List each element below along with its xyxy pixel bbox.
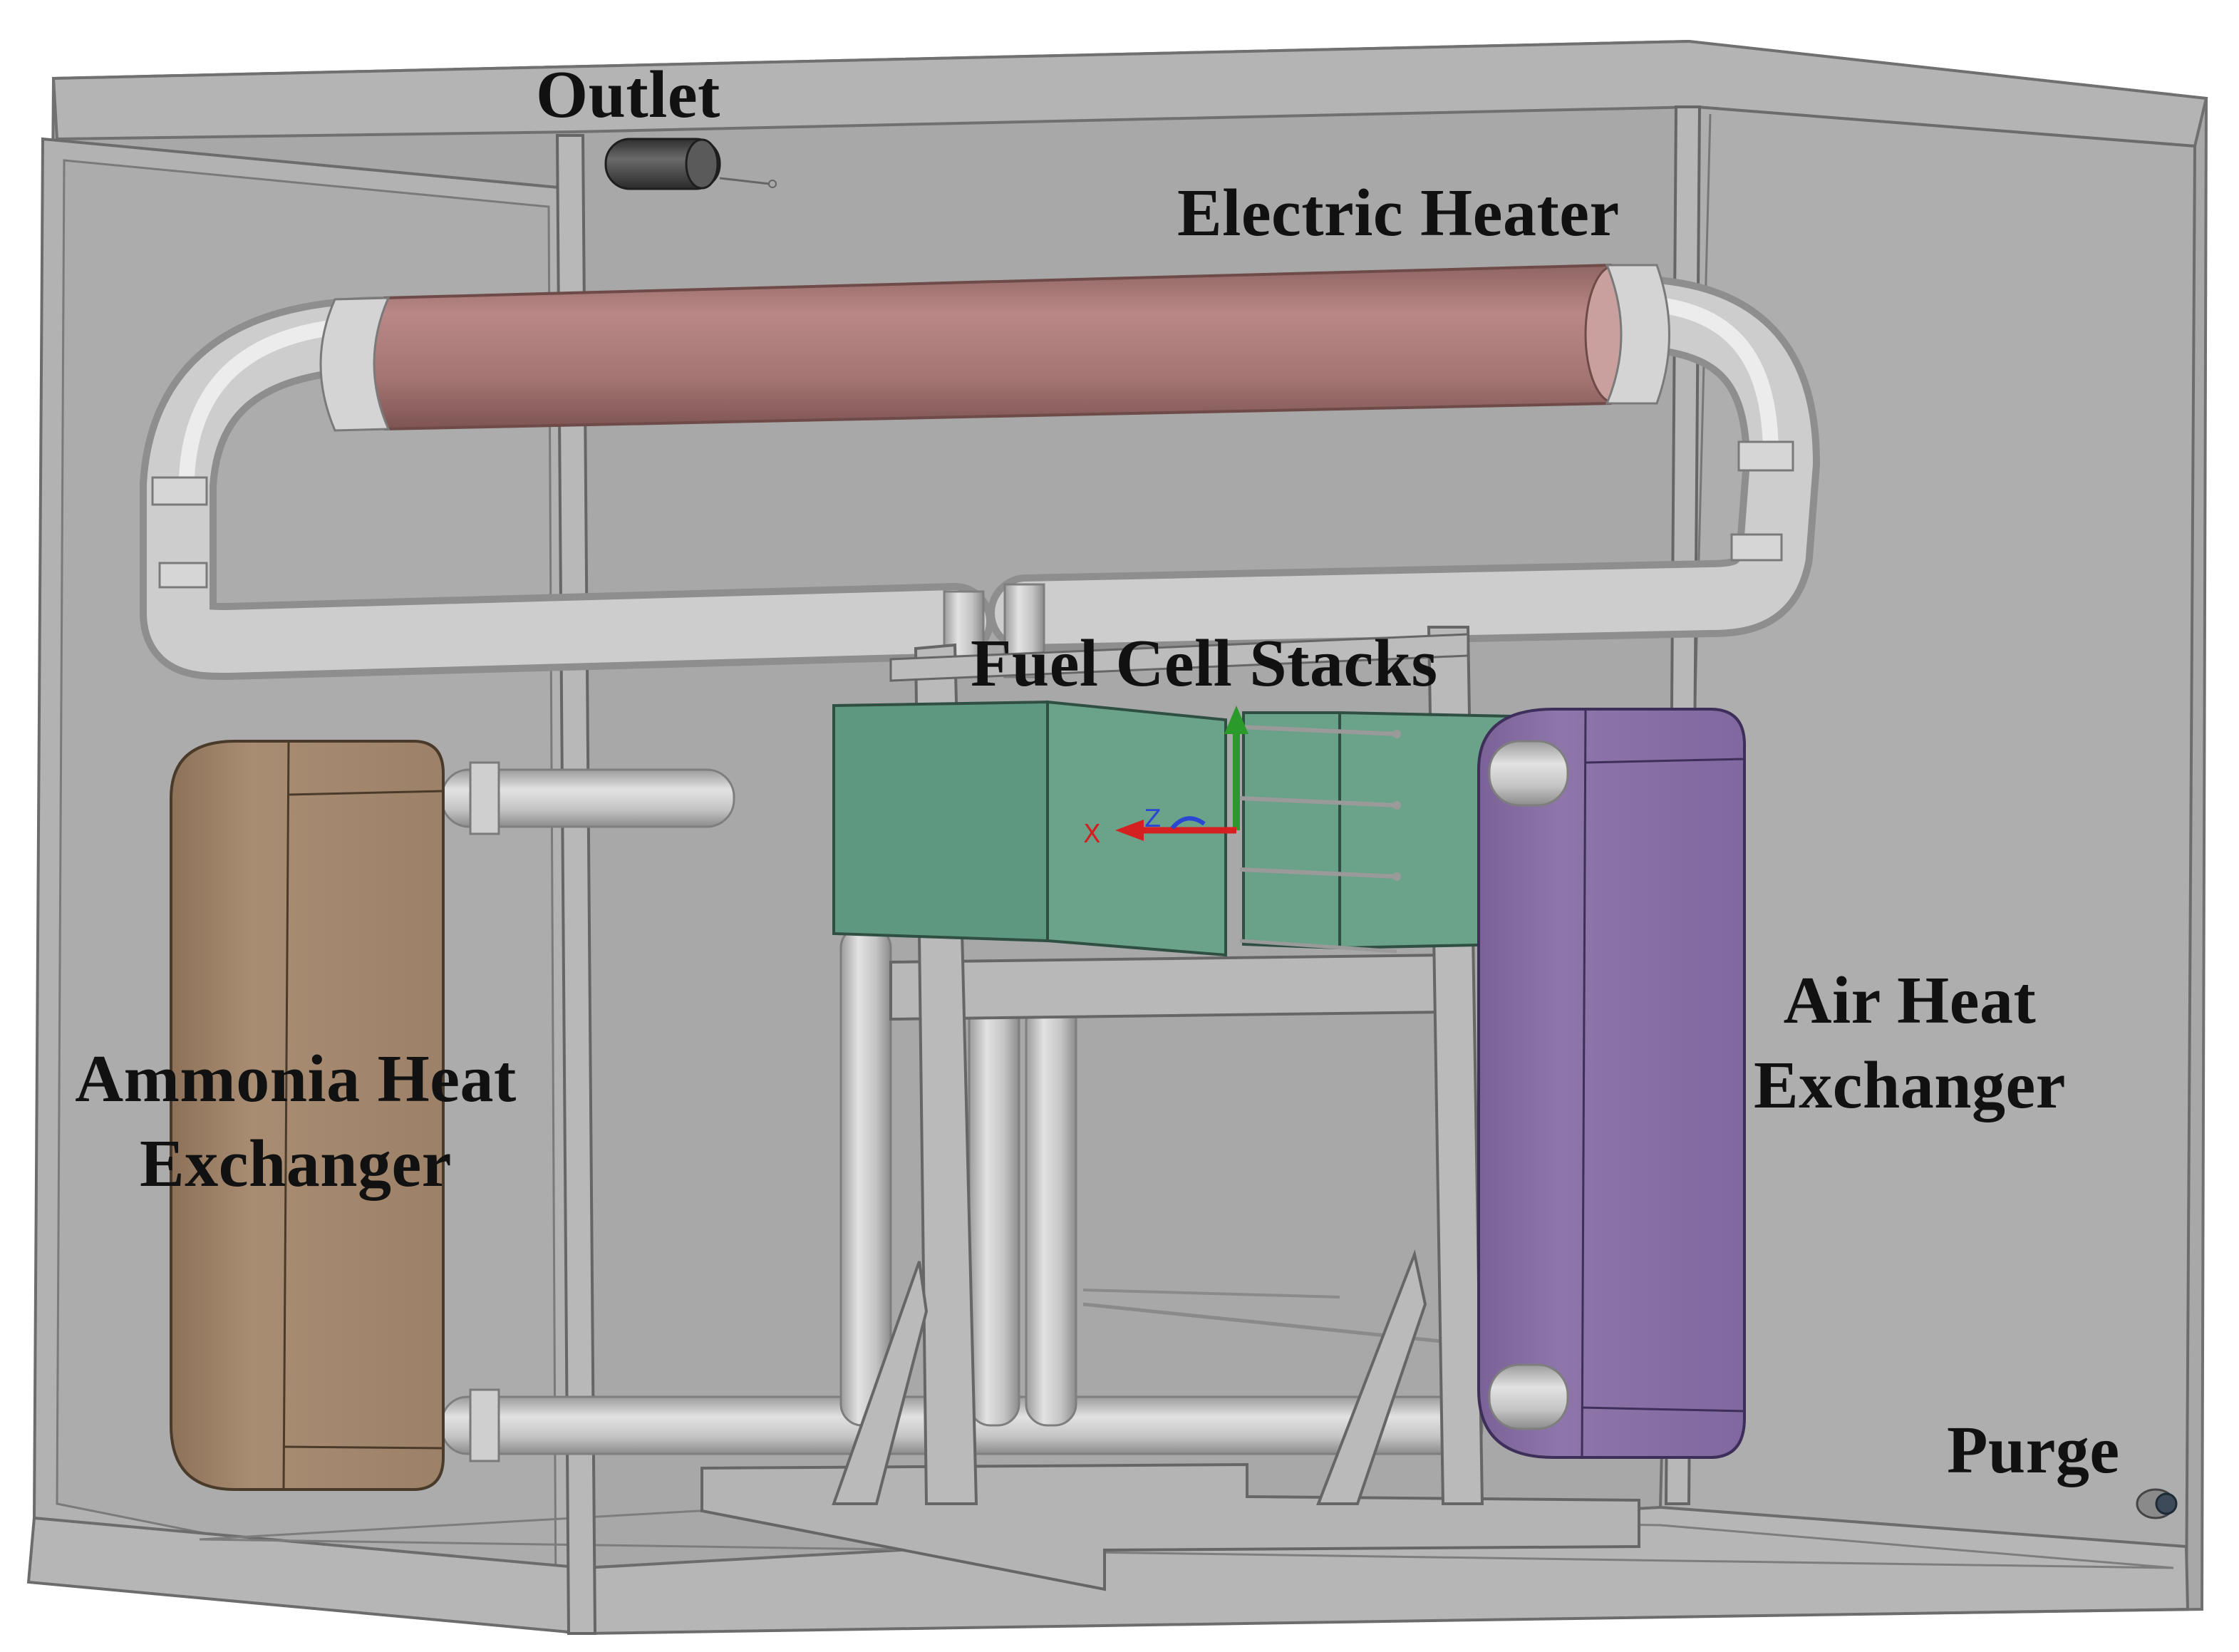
ammonia-heat-exchanger bbox=[170, 740, 445, 1491]
fuel-cell-stacks-label: Fuel Cell Stacks bbox=[971, 626, 1438, 701]
air-heat-exchanger-label-line1: Air Heat bbox=[1783, 964, 2037, 1038]
axis-triad: X Z bbox=[1083, 706, 1248, 849]
outlet-label: Outlet bbox=[536, 58, 720, 132]
air-heat-exchanger bbox=[1477, 708, 1746, 1459]
electric-heater-label: Electric Heater bbox=[1177, 176, 1620, 250]
ammonia-heat-exchanger-label-line2: Exchanger bbox=[140, 1127, 452, 1202]
fuel-cell-stacks bbox=[832, 700, 1512, 957]
air-heat-exchanger-label: Air Heat Exchanger bbox=[1725, 959, 2095, 1129]
air-heat-exchanger-label-line2: Exchanger bbox=[1754, 1048, 2066, 1123]
piping bbox=[140, 275, 1820, 1462]
electric-heater bbox=[319, 263, 1670, 432]
axis-x-label: X bbox=[1083, 820, 1101, 849]
ammonia-heat-exchanger-label-line1: Ammonia Heat bbox=[75, 1042, 517, 1116]
ammonia-heat-exchanger-label: Ammonia Heat Exchanger bbox=[50, 1037, 542, 1207]
axis-z-label: Z bbox=[1144, 805, 1161, 833]
outlet-nozzle bbox=[604, 138, 777, 190]
purge-nozzle bbox=[2136, 1488, 2178, 1519]
purge-label: Purge bbox=[1947, 1413, 2120, 1487]
